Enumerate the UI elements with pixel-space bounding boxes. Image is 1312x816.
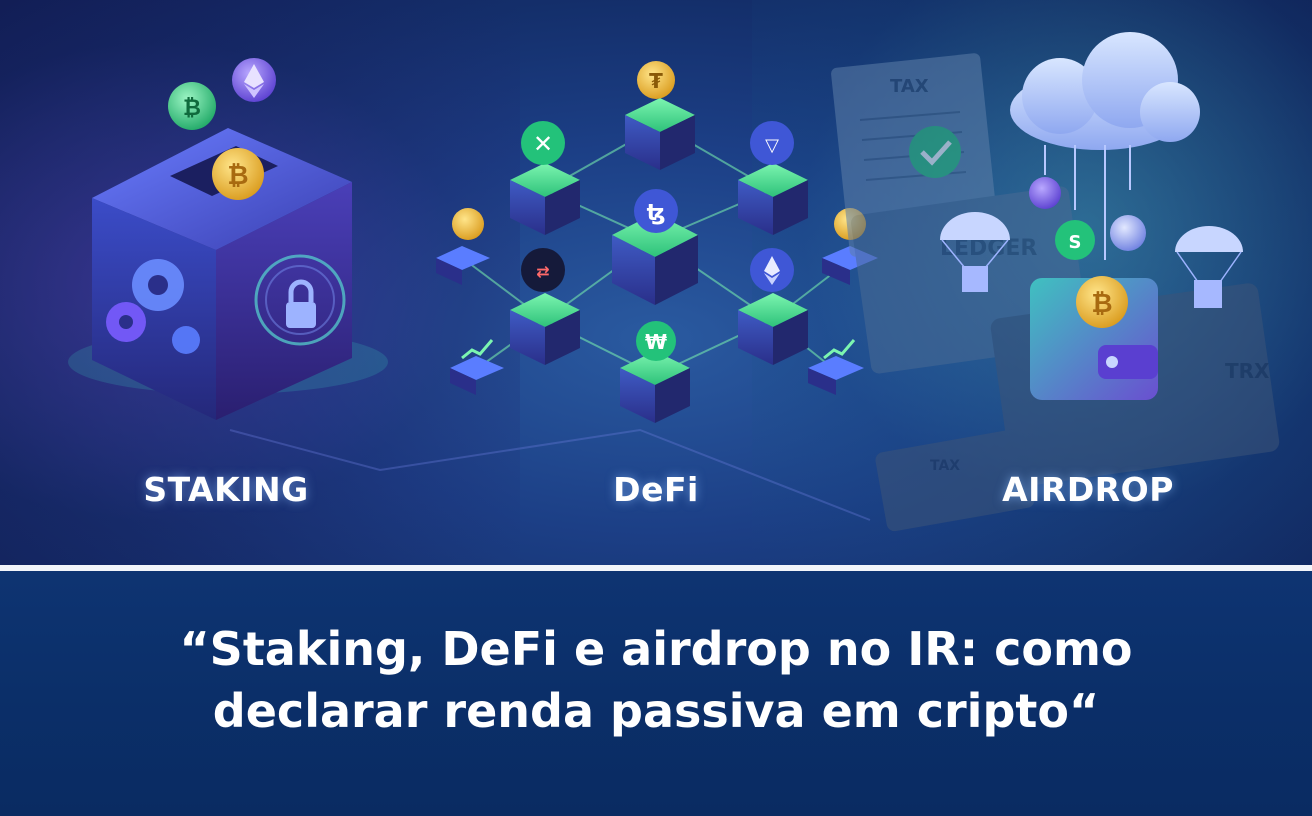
tax-slip-label: TAX [930, 458, 960, 474]
staking-label: STAKING [143, 470, 309, 509]
defi-label: DeFi [613, 470, 699, 509]
svg-text:ꜩ: ꜩ [647, 201, 666, 226]
svg-text:₿: ₿ [183, 96, 201, 121]
calculator-label: TRX [1225, 359, 1270, 383]
illustration-art: ₿ ₿ [68, 32, 1280, 532]
svg-text:S: S [1069, 232, 1082, 253]
svg-text:₿: ₿ [1091, 289, 1112, 319]
divider [0, 565, 1312, 571]
tax-doc-label: TAX [890, 76, 929, 97]
svg-text:₮: ₮ [649, 69, 663, 93]
airdrop-label: AIRDROP [1002, 470, 1174, 509]
hero-illustration: ₿ ₿ [0, 0, 1312, 565]
headline: “Staking, DeFi e airdrop no IR: como dec… [0, 618, 1312, 742]
svg-text:⇄: ⇄ [536, 262, 549, 281]
svg-text:✕: ✕ [533, 130, 553, 158]
headline-banner: “Staking, DeFi e airdrop no IR: como dec… [0, 571, 1312, 816]
headline-line-2: declarar renda passiva em cripto“ [212, 684, 1100, 738]
airdrop-cloud-icon: S ₿ [940, 32, 1243, 400]
staking-vault-icon: ₿ ₿ [68, 58, 388, 420]
defi-network-icon: ₮ ✕ ▽ ꜩ ⇄ ₩ [436, 61, 878, 423]
svg-text:₩: ₩ [645, 330, 667, 354]
svg-text:₿: ₿ [227, 161, 248, 191]
connector-line [229, 428, 871, 521]
headline-line-1: “Staking, DeFi e airdrop no IR: como [179, 622, 1133, 676]
svg-text:▽: ▽ [765, 135, 779, 156]
